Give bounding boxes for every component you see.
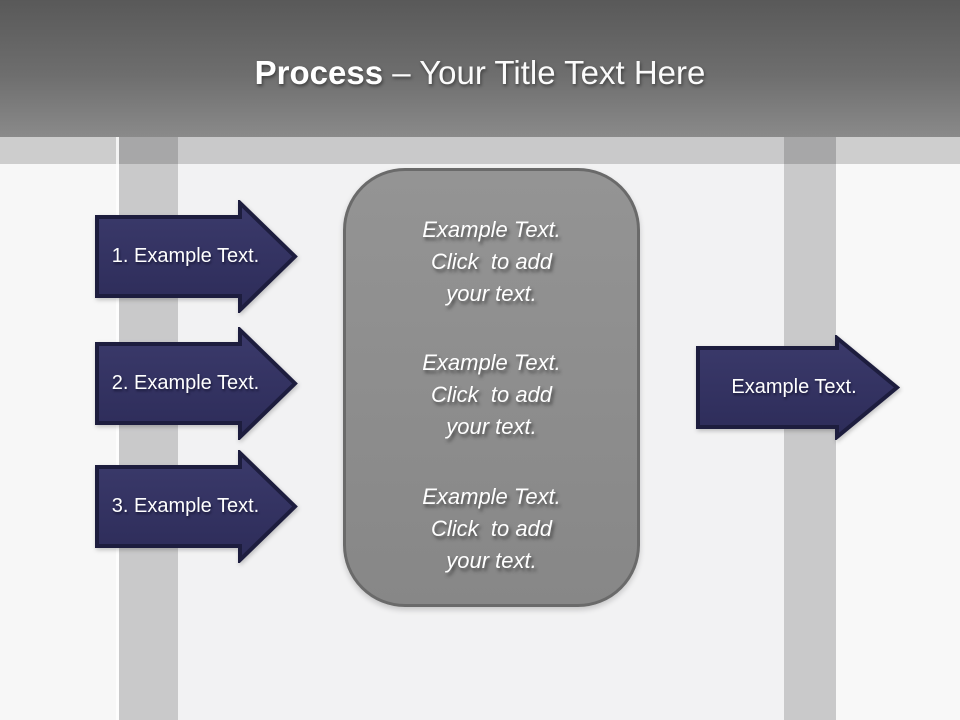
title-keyword: Process: [254, 54, 384, 91]
description-line: Click to add: [430, 516, 553, 541]
description-block-3: Example Text. Click to add your text.: [346, 481, 637, 577]
description-line: Click to add: [430, 249, 553, 274]
process-result-arrow[interactable]: Example Text.: [696, 335, 900, 440]
description-line: Example Text.: [422, 217, 561, 242]
process-step-3-label: 3. Example Text.: [111, 495, 260, 517]
description-line: Example Text.: [422, 484, 561, 509]
background-right-region: [836, 137, 960, 720]
description-line: your text.: [446, 548, 537, 573]
process-step-2-arrow[interactable]: 2. Example Text.: [95, 327, 298, 440]
description-line: your text.: [446, 281, 537, 306]
description-line: Click to add: [430, 382, 553, 407]
process-step-3-arrow[interactable]: 3. Example Text.: [95, 450, 298, 563]
description-line: your text.: [446, 414, 537, 439]
process-step-1-arrow[interactable]: 1. Example Text.: [95, 200, 298, 313]
title-subtitle: – Your Title Text Here: [383, 54, 706, 91]
slide-title[interactable]: Process – Your Title Text Here: [0, 52, 960, 94]
process-description-box[interactable]: Example Text. Click to add your text. Ex…: [343, 168, 640, 607]
process-result-label: Example Text.: [731, 376, 857, 398]
arrow-right-shape-icon: [95, 327, 298, 440]
description-block-1: Example Text. Click to add your text.: [346, 214, 637, 310]
description-line: Example Text.: [422, 350, 561, 375]
horizontal-stripe: [0, 137, 960, 164]
arrow-right-shape-icon: [95, 450, 298, 563]
arrow-right-shape-icon: [95, 200, 298, 313]
process-step-2-label: 2. Example Text.: [111, 372, 260, 394]
description-block-2: Example Text. Click to add your text.: [346, 347, 637, 443]
arrow-right-shape-icon: [696, 335, 900, 440]
stripe-highlight: [116, 137, 119, 720]
process-step-1-label: 1. Example Text.: [111, 245, 260, 267]
title-banner: Process – Your Title Text Here: [0, 0, 960, 137]
